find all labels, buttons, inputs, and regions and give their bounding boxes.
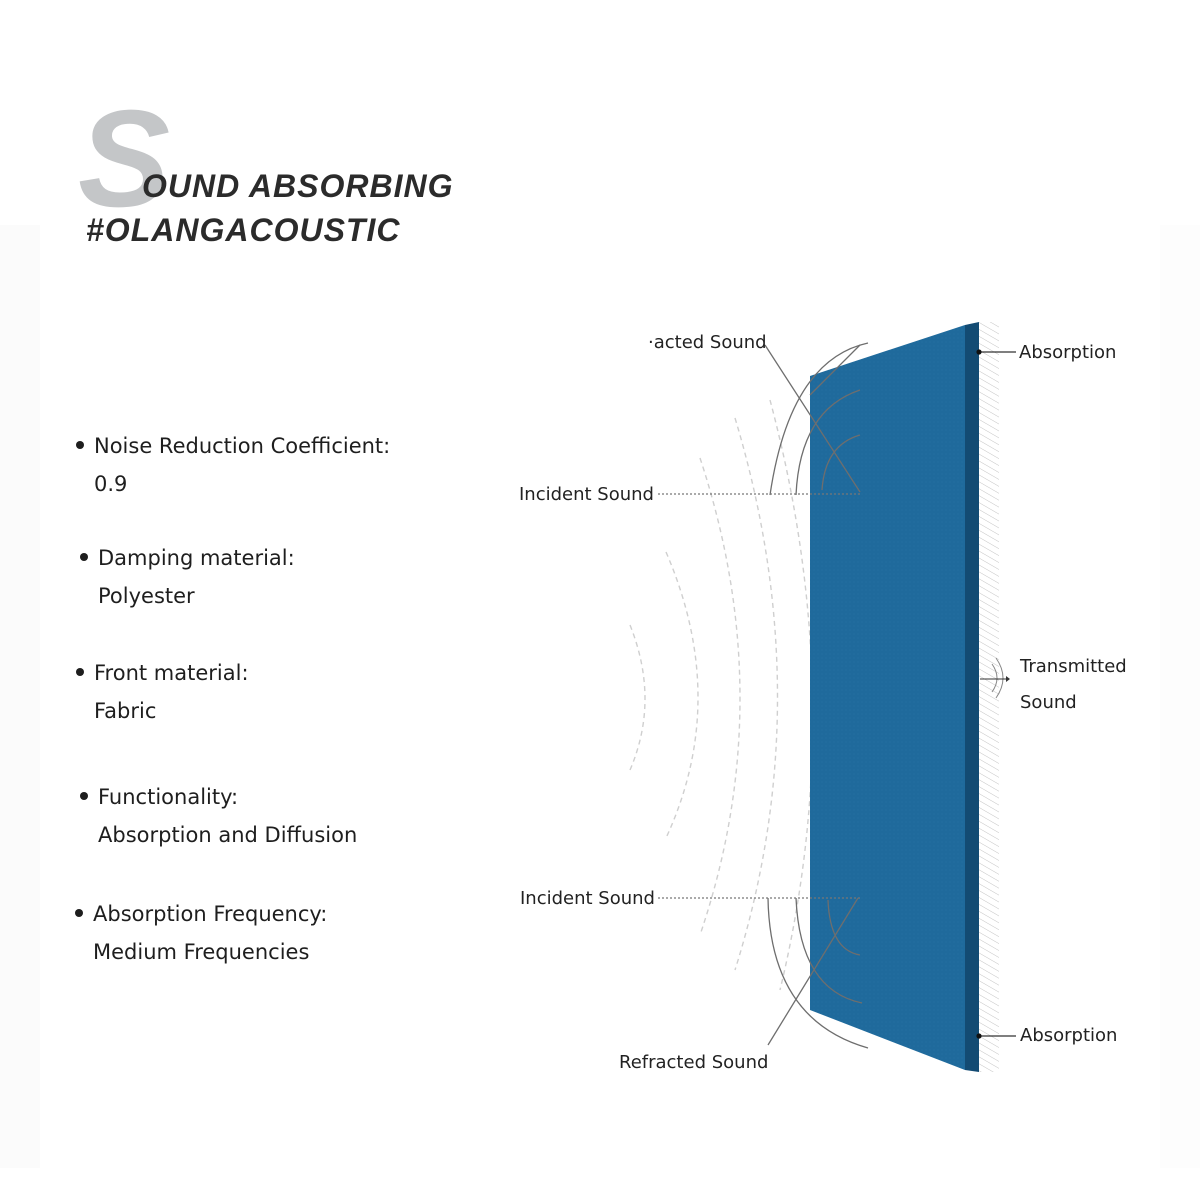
spec-item: Damping material: Polyester bbox=[80, 546, 295, 608]
label-transmitted: Transmitted bbox=[1020, 656, 1127, 677]
bullet-icon bbox=[80, 792, 88, 800]
absorption-bottom-dot bbox=[976, 1033, 982, 1039]
spec-label: Noise Reduction Coefficient: bbox=[94, 434, 391, 458]
spec-label: Functionality: bbox=[98, 785, 239, 809]
spec-item: Functionality: Absorption and Diffusion bbox=[80, 785, 357, 847]
hashtag: #OLANGACOUSTIC bbox=[86, 212, 401, 248]
refracted-ray bbox=[764, 344, 861, 493]
card-background-right bbox=[1160, 225, 1200, 1168]
refracted-arc-small bbox=[827, 899, 861, 956]
spec-item: Front material: Fabric bbox=[76, 661, 249, 723]
panel-front bbox=[810, 325, 965, 1070]
bullet-icon bbox=[75, 909, 83, 917]
spec-value: Medium Frequencies bbox=[93, 940, 310, 964]
bullet-icon bbox=[80, 553, 88, 561]
wave-arc bbox=[734, 417, 779, 971]
spec-value: 0.9 bbox=[94, 472, 128, 496]
wave-arc bbox=[769, 399, 814, 991]
sound-waves bbox=[629, 399, 814, 991]
spec-value: Absorption and Diffusion bbox=[98, 823, 358, 847]
page-title: OUND ABSORBING bbox=[142, 168, 454, 204]
wave-arc bbox=[665, 551, 699, 839]
card-background-left bbox=[0, 225, 40, 1168]
wave-arc bbox=[699, 457, 741, 936]
bullet-icon bbox=[76, 668, 84, 676]
label-incident-sound-bottom: Incident Sound bbox=[520, 888, 655, 909]
label-refracted-sound-top: ·acted Sound bbox=[648, 332, 767, 353]
bullet-icon bbox=[76, 441, 84, 449]
spec-label: Damping material: bbox=[98, 546, 295, 570]
refracted-arc-small bbox=[821, 434, 861, 491]
spec-item: Absorption Frequency: Medium Frequencies bbox=[75, 902, 327, 964]
refracted-arc-inner bbox=[795, 389, 861, 496]
transmitted-sound-icon bbox=[980, 657, 1010, 699]
title-initial: S bbox=[78, 82, 171, 236]
label-refracted-sound-bottom: Refracted Sound bbox=[619, 1052, 769, 1073]
spec-item: Noise Reduction Coefficient: 0.9 bbox=[76, 434, 390, 496]
label-absorption-top: Absorption bbox=[1019, 342, 1117, 363]
top-ray-group bbox=[764, 342, 1016, 496]
bottom-ray-group bbox=[767, 897, 1016, 1049]
title-block: S OUND ABSORBING #OLANGACOUSTIC bbox=[78, 90, 538, 256]
wall bbox=[979, 322, 999, 1072]
refracted-arc-outer bbox=[769, 342, 869, 496]
spec-label: Absorption Frequency: bbox=[93, 902, 328, 926]
cross-ray bbox=[809, 344, 861, 396]
spec-value: Polyester bbox=[98, 584, 195, 608]
refracted-arc-outer bbox=[767, 897, 869, 1049]
label-transmitted-sound: Sound bbox=[1020, 692, 1077, 713]
absorption-top-dot bbox=[976, 349, 982, 355]
spec-label: Front material: bbox=[94, 661, 249, 685]
label-incident-sound-top: Incident Sound bbox=[519, 484, 654, 505]
refracted-ray bbox=[767, 897, 859, 1046]
label-absorption-bottom: Absorption bbox=[1020, 1025, 1118, 1046]
wave-arc bbox=[629, 624, 646, 771]
spec-value: Fabric bbox=[94, 699, 157, 723]
panel-edge bbox=[965, 322, 979, 1072]
